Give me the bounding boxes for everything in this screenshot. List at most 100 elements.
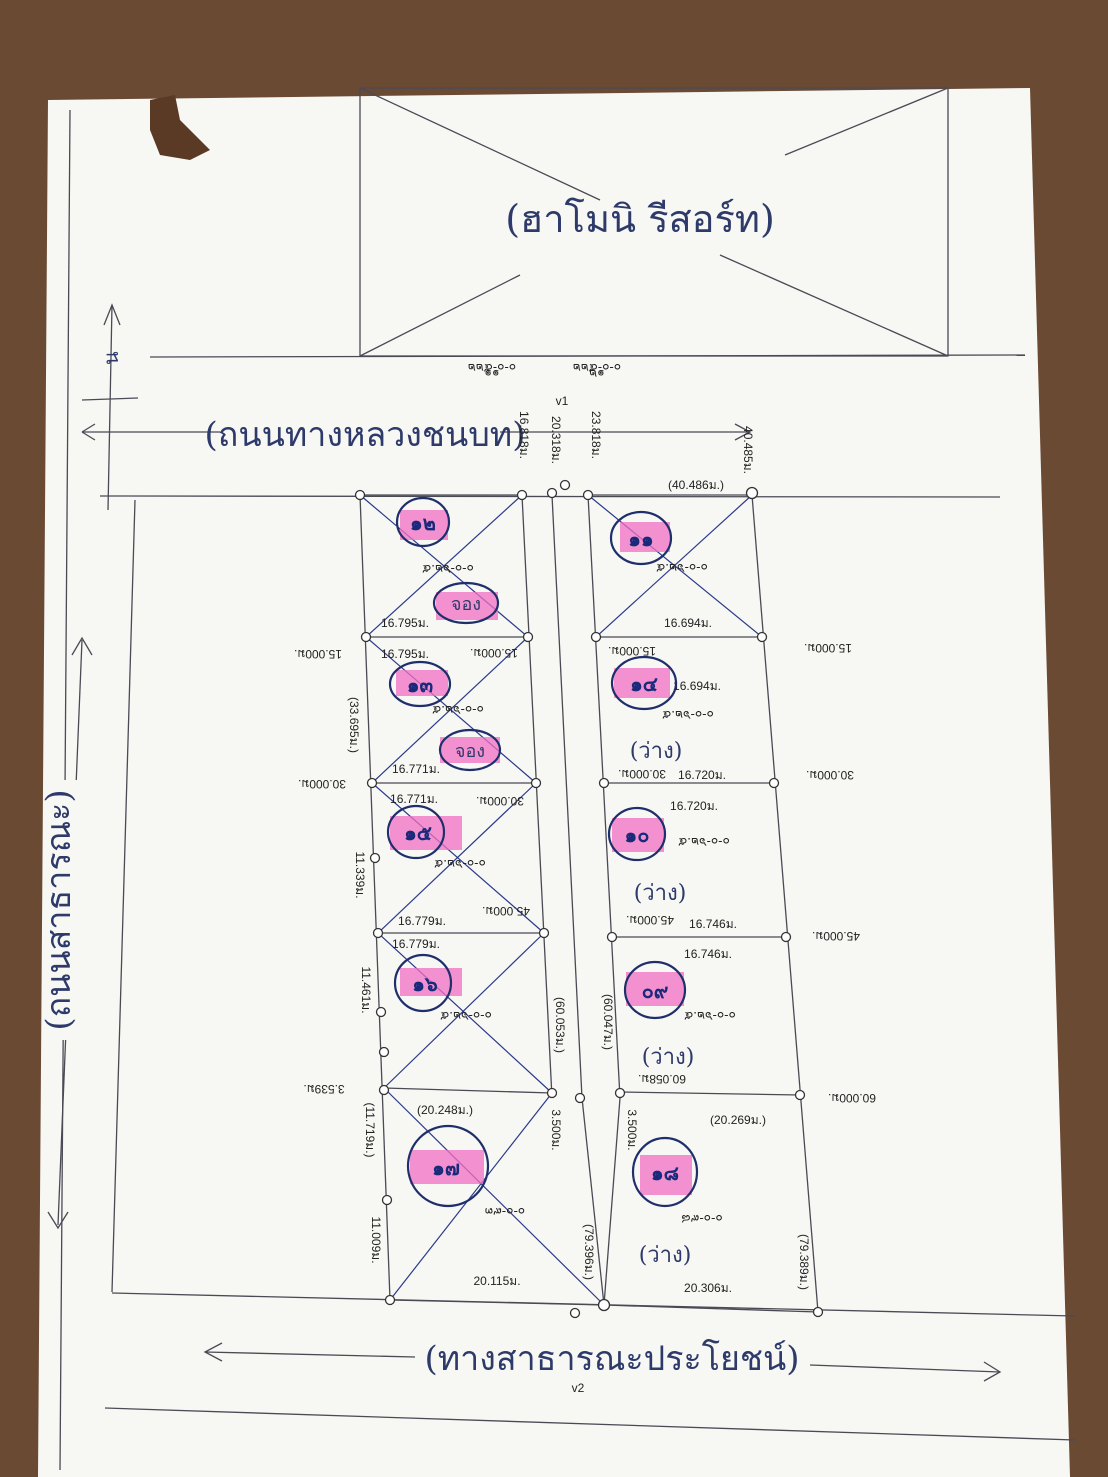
dim-d29: 45.000ม. — [812, 929, 860, 943]
dim-d30: 16.779ม. — [392, 937, 440, 951]
dim-d41: 3.500ม. — [625, 1109, 639, 1150]
plot-13-area: ๐-๐-๖๒.๕ — [432, 703, 484, 717]
left-road: (ถนนสาธารณะ) — [39, 636, 93, 1230]
plot-14-number: ๑๔ — [630, 672, 658, 696]
dim-d2: 20.318ม. — [549, 416, 563, 464]
v2-label: v2 — [572, 1381, 585, 1395]
plot-11: ๑๑ ๐-๐-๖๒.๕ — [609, 510, 708, 575]
north-arrow: น — [81, 303, 139, 511]
plot-17-number: ๑๗ — [432, 1156, 460, 1180]
dim-d28: 16.746ม. — [689, 917, 737, 931]
dim-d42: (20.269ม.) — [710, 1113, 766, 1127]
plot-14-status: (ว่าง) — [630, 739, 683, 764]
dim-d9: 15.000ม. — [804, 641, 852, 655]
dim-d40: 3.500ม. — [549, 1109, 563, 1150]
dim-d32: 11.461ม. — [359, 966, 373, 1013]
bottom-road: (ทางสาธารณะประโยชน์) v2 — [203, 1339, 1002, 1395]
dim-d11: 16.795ม. — [381, 647, 429, 661]
north-label: น — [99, 351, 123, 365]
torn-corner — [150, 95, 210, 160]
row-dims: 16.795ม. 16.694ม. 15.000ม. 15.000ม. 16.7… — [294, 616, 876, 1295]
code-right-a: ๑๒ — [589, 367, 605, 381]
plot-14: ๑๔ ๐-๐-๖๒.๕ (ว่าง) — [610, 655, 714, 764]
plot-16-number: ๑๖ — [412, 972, 438, 996]
top-area-codes: ๑๑ ๐-๐-๕๒๒ ๑๒ ๐-๐-๕๒๒ v1 — [468, 361, 621, 408]
resort-label: (ฮาโมนิ รีสอร์ท) — [505, 197, 775, 241]
top-road: (ถนนทางหลวงชนบท) — [81, 415, 752, 455]
dim-d33: (60.053ม.) — [553, 997, 567, 1053]
dim-d5: (40.486ม.) — [668, 478, 724, 492]
plot-15-area: ๐-๐-๖๒.๕ — [434, 857, 486, 871]
dim-d23: 16.720ม. — [670, 799, 718, 813]
plot-13: ๑๓ ๐-๐-๖๒.๕ จอง — [388, 660, 502, 772]
dim-d6: 16.795ม. — [381, 616, 429, 630]
dim-d36: 60.058ม. — [638, 1072, 686, 1086]
dim-d1: 16.818ม. — [517, 411, 531, 459]
plot-13-status: จอง — [455, 741, 485, 762]
dim-d8: 15.000ม. — [294, 647, 342, 661]
plot-15-number: ๑๕ — [404, 821, 432, 845]
dim-d17: 30.000ม. — [298, 777, 346, 791]
dim-d38: (11.719ม.) — [363, 1102, 377, 1157]
center-road-dims: 16.818ม. 20.318ม. 23.818ม. 40.485ม. (40.… — [517, 411, 755, 492]
dim-d14: 16.694ม. — [673, 679, 721, 693]
plot-12-number: ๑๒ — [410, 511, 436, 535]
plot-16: ๑๖ ๐-๐-๖๒.๕ — [393, 953, 492, 1023]
plot-12: ๑๒ ๐-๐-๖๒.๕ จอง — [395, 496, 500, 625]
plot-10-area: ๐-๐-๖๒.๕ — [678, 835, 730, 849]
plot-10-number: ๑๐ — [625, 823, 650, 847]
code-right-b: ๐-๐-๕๒๒ — [573, 361, 621, 375]
plot-13-number: ๑๓ — [407, 673, 434, 697]
plot-09: ๐๙ ๐-๐-๖๒.๕ (ว่าง) — [623, 960, 736, 1070]
dim-d4: 40.485ม. — [741, 426, 755, 474]
dim-d7: 16.694ม. — [664, 616, 712, 630]
dim-d24: 11.339ม. — [353, 851, 367, 898]
dim-d47: 20.306ม. — [684, 1281, 732, 1295]
dim-d22: 30.000ม. — [476, 794, 524, 808]
left-road-label: (ถนนสาธารณะ) — [39, 789, 79, 1030]
plot-16-area: ๐-๐-๖๒.๕ — [440, 1009, 492, 1023]
plot-11-area: ๐-๐-๖๒.๕ — [656, 561, 708, 575]
dim-d18: 30.000ม. — [618, 767, 666, 781]
plot-17: ๑๗ ๐-๐-๙๓ — [406, 1124, 525, 1219]
code-left-b: ๐-๐-๕๒๒ — [468, 361, 516, 375]
bottom-road-label: (ทางสาธารณะประโยชน์) — [425, 1339, 800, 1379]
dim-d34: (60.047ม.) — [601, 994, 615, 1050]
top-road-label: (ถนนทางหลวงชนบท) — [205, 415, 526, 455]
dim-d31: 16.746ม. — [684, 947, 732, 961]
plot-11-number: ๑๑ — [628, 527, 653, 551]
dim-d19: 16.720ม. — [678, 768, 726, 782]
dim-d15: (33.695ม.) — [347, 697, 361, 753]
dim-d20: 30.000ม. — [806, 768, 854, 782]
dim-d27: 45.000ม. — [626, 913, 674, 927]
dim-d26: 45.000ม. — [482, 904, 530, 918]
bottom-road-edge — [104, 1407, 1076, 1441]
dim-d12: 15.000ม. — [470, 646, 518, 660]
plot-10-status: (ว่าง) — [634, 881, 687, 906]
plot-17-area: ๐-๐-๙๓ — [485, 1205, 525, 1219]
dim-d45: (79.389ม.) — [797, 1234, 811, 1290]
plot-12-area: ๐-๐-๖๒.๕ — [422, 562, 474, 576]
plot-14-area: ๐-๐-๖๒.๕ — [662, 708, 714, 722]
v1-label: v1 — [556, 394, 569, 408]
paper-sheet — [38, 88, 1070, 1477]
plot-09-area: ๐-๐-๖๒.๕ — [684, 1009, 736, 1023]
plot-15: ๑๕ ๐-๐-๖๒.๕ — [386, 804, 486, 871]
plot-09-number: ๐๙ — [642, 979, 669, 1003]
dim-d21: 16.771ม. — [390, 792, 438, 806]
survey-nodes — [354, 479, 824, 1319]
dim-d25: 16.779ม. — [398, 914, 446, 928]
resort-boundary-line — [149, 354, 1026, 358]
dim-d46: 20.115ม. — [473, 1274, 520, 1288]
dim-d43: 11.009ม. — [369, 1216, 383, 1263]
plot-18-number: ๑๘ — [651, 1161, 679, 1185]
plot-18: ๑๘ ๐-๐-๙๘ (ว่าง) — [631, 1136, 723, 1268]
dim-d16: 16.771ม. — [392, 762, 440, 776]
dim-d44: (79.396ม.) — [582, 1224, 596, 1280]
dim-d13: 15.000ม. — [608, 644, 656, 658]
dim-d35: 3.539ม. — [303, 1082, 344, 1096]
plot-18-status: (ว่าง) — [639, 1243, 692, 1268]
plot-grid — [359, 494, 819, 1313]
plot-12-status: จอง — [451, 594, 481, 615]
